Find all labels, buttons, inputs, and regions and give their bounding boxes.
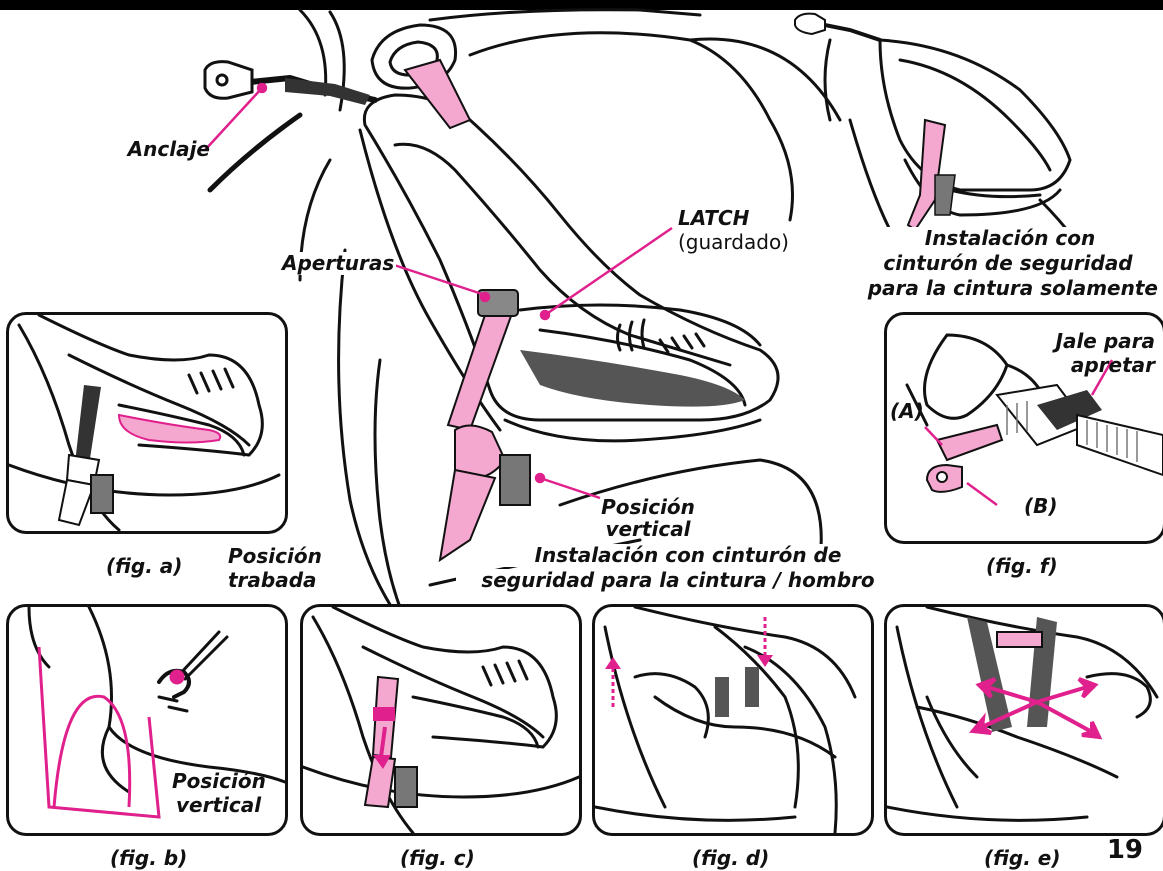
label-pull-1: Jale para [1040,330,1155,353]
label-locked-1: Posición [228,545,322,568]
label-upright-b-1: Posición [172,770,266,793]
caption-fig-d: (fig. d) [692,846,769,870]
label-latch-stored: (guardado) [678,231,789,254]
caption-fig-c: (fig. c) [400,846,475,870]
label-part-b: (B) [1024,495,1058,518]
label-openings: Aperturas [280,252,396,275]
panel-fig-c [300,604,582,836]
caption-fig-b: (fig. b) [110,846,187,870]
label-anchor: Anclaje [100,138,210,161]
caption-lap-only-2: cinturón de seguridad [878,252,1138,275]
fig-e-illustration [887,607,1163,833]
label-pull-2: apretar [1040,354,1155,377]
caption-lap-shoulder-2: seguridad para la cintura / hombro [456,569,900,592]
fig-c-illustration [303,607,579,833]
caption-lap-shoulder-1: Instalación con cinturón de [476,544,900,567]
page-number: 19 [1107,835,1143,865]
fig-d-illustration [595,607,871,833]
panel-fig-e [884,604,1163,836]
label-upright-main-1: Posición [588,496,708,519]
label-latch: LATCH [678,207,749,230]
panel-fig-a [6,312,288,534]
label-upright-main-2: vertical [588,518,708,541]
label-upright-b-2: vertical [176,794,261,817]
caption-fig-e: (fig. e) [984,846,1060,870]
caption-lap-only-3: para la cintura solamente [840,277,1158,300]
caption-lap-only-1: Instalación con [878,227,1142,250]
caption-fig-a: (fig. a) [106,554,182,578]
label-locked-2: trabada [228,569,317,592]
fig-a-illustration [9,315,285,531]
label-part-a: (A) [890,400,924,423]
caption-fig-f: (fig. f) [986,554,1058,578]
panel-fig-d [592,604,874,836]
